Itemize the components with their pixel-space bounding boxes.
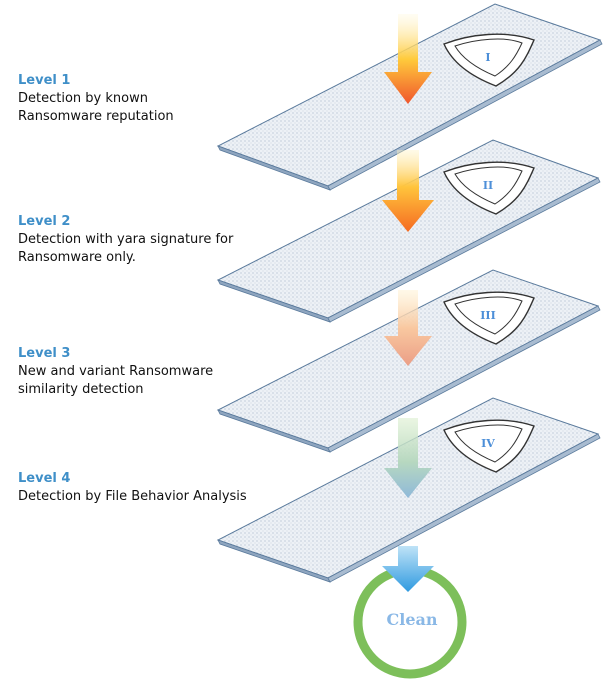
level-4-description: Detection by File Behavior Analysis <box>18 489 247 504</box>
level-3-label: Level 3 New and variant Ransomware simil… <box>18 345 258 399</box>
shield-mark-4: IV <box>481 437 495 450</box>
level-3-title: Level 3 <box>18 346 71 361</box>
shield-icon: IV <box>443 419 535 473</box>
clean-result: Clean <box>353 565 467 679</box>
shield-mark-1: I <box>485 51 490 64</box>
down-arrow-icon <box>384 418 432 498</box>
shield-icon: II <box>443 161 535 215</box>
shield-icon: I <box>443 33 535 87</box>
level-2-title: Level 2 <box>18 214 71 229</box>
level-4-label: Level 4 Detection by File Behavior Analy… <box>18 470 318 506</box>
level-2-description: Detection with yara signature for Ransom… <box>18 232 234 265</box>
level-2-label: Level 2 Detection with yara signature fo… <box>18 213 258 267</box>
clean-label: Clean <box>387 610 438 629</box>
shield-icon: III <box>443 291 535 345</box>
down-arrow-icon <box>382 546 434 592</box>
level-1-title: Level 1 <box>18 73 71 88</box>
level-4-title: Level 4 <box>18 471 71 486</box>
level-3-description: New and variant Ransomware similarity de… <box>18 364 214 397</box>
down-arrow-icon <box>384 14 432 104</box>
down-arrow-icon <box>384 290 432 366</box>
level-1-description: Detection by known Ransomware reputation <box>18 91 174 124</box>
shield-mark-2: II <box>483 179 493 192</box>
level-1-label: Level 1 Detection by known Ransomware re… <box>18 72 258 126</box>
down-arrow-icon <box>382 150 434 232</box>
shield-mark-3: III <box>480 309 495 322</box>
